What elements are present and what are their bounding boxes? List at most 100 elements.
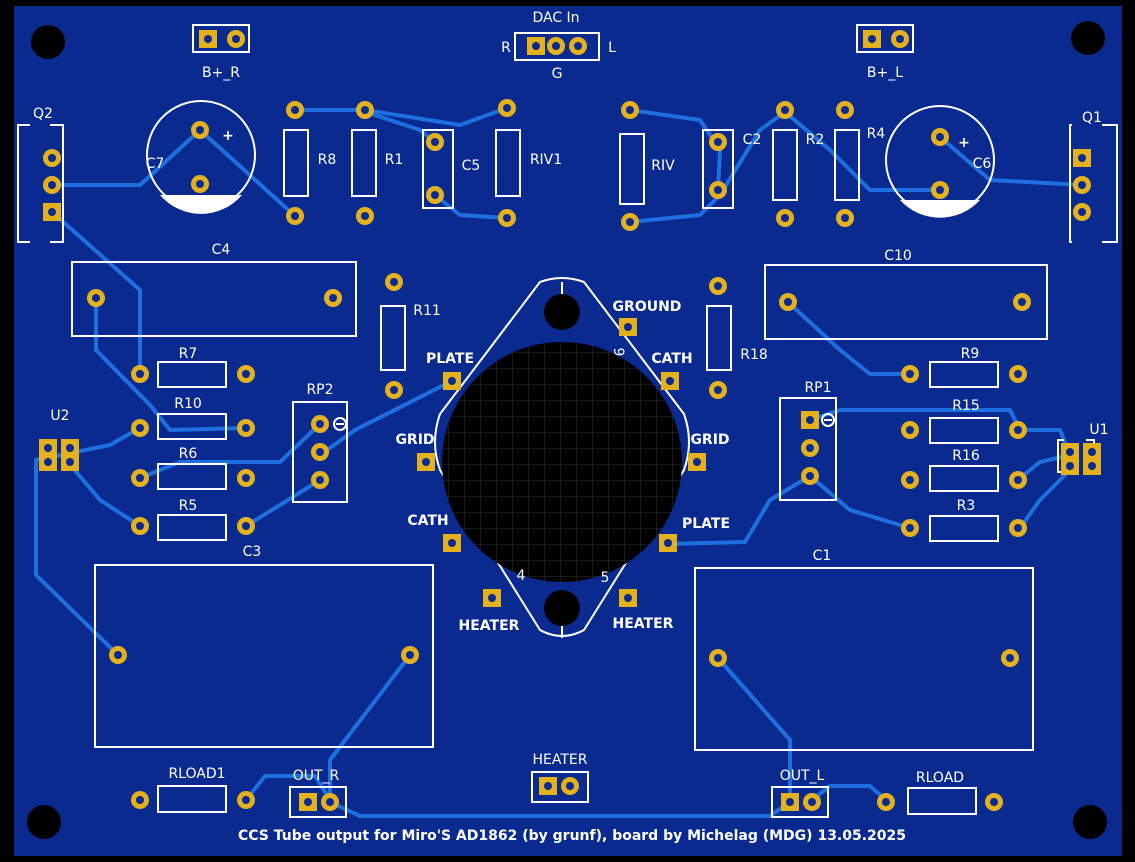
r18-label: R18: [740, 347, 768, 363]
pad-drill: [664, 539, 672, 547]
pad-drill: [291, 106, 299, 114]
c6-plus: +: [958, 135, 970, 151]
pad-drill: [566, 782, 574, 790]
trace: [810, 784, 888, 802]
pad-drill: [806, 472, 814, 480]
pad-drill: [242, 522, 250, 530]
c6-label: C6: [973, 156, 992, 172]
r1-label: R1: [385, 152, 404, 168]
r16-label: R16: [952, 448, 980, 464]
q1-label: Q1: [1082, 110, 1102, 126]
tube-ground-label: GROUND: [613, 299, 682, 315]
tube-socket-outline: [434, 277, 690, 637]
pad-drill: [316, 476, 324, 484]
footer-credit: CCS Tube output for Miro'S AD1862 (by gr…: [238, 828, 906, 844]
pad-drill: [906, 370, 914, 378]
pad-drill: [196, 180, 204, 188]
c1-label: C1: [813, 548, 832, 564]
trace: [64, 458, 142, 528]
q2-outline: [17, 124, 64, 243]
r5-outline: [157, 514, 227, 541]
r15-outline: [929, 417, 999, 444]
tube-plate-left-label: PLATE: [426, 351, 474, 367]
tube-socket: [442, 282, 682, 638]
pad-drill: [906, 524, 914, 532]
trimmer-adjust-mark: [333, 417, 347, 431]
heater-outline: [531, 771, 589, 803]
b-plus-l-label: B+_L: [867, 65, 903, 81]
tube-grid-right-label: GRID: [690, 432, 729, 448]
trace: [716, 656, 792, 802]
pad-drill: [1078, 181, 1086, 189]
pad-drill: [896, 35, 904, 43]
r4-label: R4: [867, 126, 886, 142]
c2-label: C2: [743, 132, 762, 148]
tube-grid-left-label: GRID: [395, 432, 434, 448]
pad-drill: [714, 654, 722, 662]
pad-drill: [841, 214, 849, 222]
pad-drill: [361, 106, 369, 114]
trace: [363, 106, 509, 127]
c7-plus: +: [222, 128, 234, 144]
pad-drill: [906, 476, 914, 484]
trace: [94, 296, 248, 432]
out-r-outline: [289, 786, 347, 818]
pad-drill: [136, 474, 144, 482]
r15-label: R15: [952, 398, 980, 414]
trace: [1018, 468, 1072, 530]
r16-outline: [929, 465, 999, 492]
rload1-label: RLOAD1: [168, 766, 225, 782]
pad-drill: [406, 651, 414, 659]
trace: [783, 110, 942, 192]
trace: [808, 474, 912, 530]
tube-socket-mounting-hole-bottom: [544, 590, 580, 626]
riv1-outline: [495, 129, 521, 197]
pad-drill: [44, 444, 52, 452]
pad-drill: [488, 594, 496, 602]
pad-drill: [624, 323, 632, 331]
pad-drill: [242, 424, 250, 432]
pad-drill: [448, 377, 456, 385]
q2-label: Q2: [33, 106, 53, 122]
pad-drill: [936, 133, 944, 141]
c6-polarity-band: [900, 200, 980, 218]
r10-outline: [157, 413, 227, 440]
trace: [50, 210, 142, 376]
dac-in-l-label: L: [608, 40, 616, 56]
c4-outline: [71, 261, 357, 337]
c3-outline: [94, 564, 434, 748]
pad-drill: [431, 138, 439, 146]
c4-label: C4: [212, 242, 231, 258]
pad-drill: [204, 35, 212, 43]
pad-drill: [626, 218, 634, 226]
pad-drill: [714, 282, 722, 290]
pad-drill: [936, 186, 944, 194]
pad-drill: [1014, 426, 1022, 434]
trace: [293, 108, 437, 144]
pad-drill: [390, 278, 398, 286]
rp2-label: RP2: [306, 382, 333, 398]
pad-drill: [1014, 524, 1022, 532]
pad-drill: [841, 106, 849, 114]
pad-drill: [66, 458, 74, 466]
pad-drill: [1078, 154, 1086, 162]
trace: [628, 108, 722, 192]
dac-in-r-label: R: [501, 40, 511, 56]
pad-drill: [1014, 476, 1022, 484]
pad-drill: [503, 214, 511, 222]
rload-label: RLOAD: [916, 770, 964, 786]
r5-label: R5: [179, 498, 198, 514]
pad-drill: [781, 214, 789, 222]
pad-drill: [304, 798, 312, 806]
pad-drill: [448, 539, 456, 547]
pad-drill: [806, 416, 814, 424]
pad-drill: [48, 181, 56, 189]
pad-drill: [714, 386, 722, 394]
r11-label: R11: [413, 303, 441, 319]
tube-pin-4-label: 4: [517, 568, 526, 584]
pad-drill: [66, 444, 74, 452]
tube-pin-9-label: 9: [610, 348, 626, 357]
trace: [666, 474, 812, 546]
r6-label: R6: [179, 446, 198, 462]
